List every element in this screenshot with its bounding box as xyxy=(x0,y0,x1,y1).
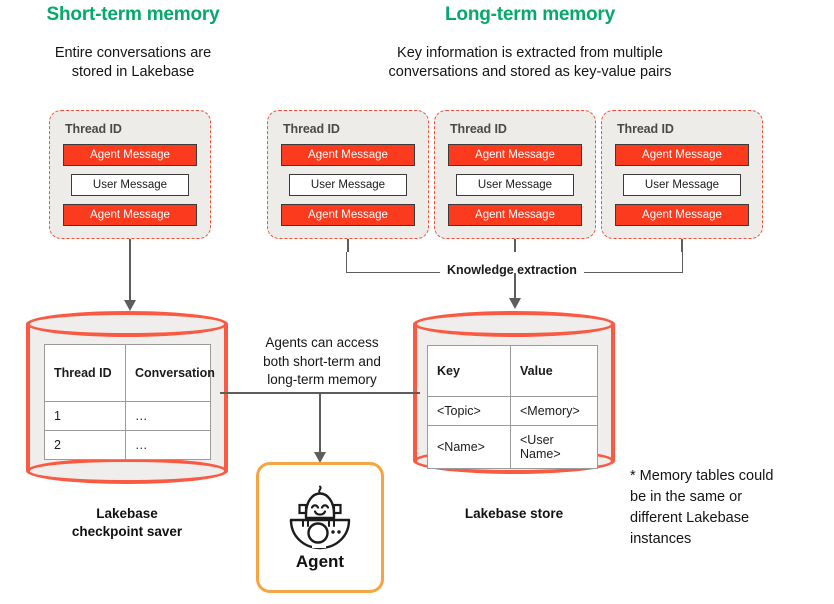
long-term-subtitle-line-1: Key information is extracted from multip… xyxy=(397,45,663,61)
agent-message-block[interactable]: Agent Message xyxy=(281,144,415,166)
short-term-memory-title: Short-term memory xyxy=(46,4,220,25)
user-message-block[interactable]: User Message xyxy=(71,174,189,196)
thread-card-long-term-1[interactable]: Thread ID Agent Message User Message Age… xyxy=(267,110,429,239)
agent-message-block[interactable]: Agent Message xyxy=(448,204,582,226)
agent-label: Agent xyxy=(295,551,345,571)
long-term-memory-title: Long-term memory xyxy=(445,4,615,25)
column-header-thread-id: Thread ID xyxy=(44,344,126,402)
table-header-row: Key Value xyxy=(427,345,598,397)
user-message-block[interactable]: User Message xyxy=(289,174,407,196)
cylinder-top-ellipse xyxy=(26,311,228,337)
table-header-row: Thread ID Conversation xyxy=(44,344,215,402)
checkpoint-caption-line-1: Lakebase xyxy=(96,506,158,521)
column-header-value: Value xyxy=(510,345,598,397)
robot-icon xyxy=(284,484,356,550)
connector-bus-to-agent xyxy=(319,392,321,460)
checkpoint-caption: Lakebase checkpoint saver xyxy=(26,505,228,541)
footnote-line-4: instances xyxy=(630,531,692,547)
arrowhead-bus-to-agent xyxy=(314,452,326,463)
cylinder-top-ellipse xyxy=(413,311,615,337)
table-row[interactable]: 1 … xyxy=(44,401,211,431)
user-message-block[interactable]: User Message xyxy=(623,174,741,196)
long-term-subtitle-line-2: conversations and stored as key-value pa… xyxy=(388,64,672,80)
cell-key: <Name> xyxy=(427,425,511,469)
arrowhead-thread-to-checkpoint xyxy=(124,300,136,311)
knowledge-extraction-label: Knowledge extraction xyxy=(440,263,584,277)
cell-conversation: … xyxy=(125,401,211,431)
column-header-key: Key xyxy=(427,345,511,397)
access-note-line-1: Agents can access xyxy=(265,335,379,350)
agent-message-block[interactable]: Agent Message xyxy=(63,204,197,226)
memory-tables-footnote: * Memory tables could be in the same or … xyxy=(630,466,830,550)
memory-store-caption: Lakebase store xyxy=(464,506,564,521)
footnote-line-2: be in the same or xyxy=(630,489,743,505)
thread-card-long-term-2[interactable]: Thread ID Agent Message User Message Age… xyxy=(434,110,596,239)
agent-access-note: Agents can access both short-term and lo… xyxy=(242,334,402,390)
cylinder-bottom-ellipse xyxy=(26,458,228,484)
cell-key: <Topic> xyxy=(427,396,511,426)
short-term-memory-subtitle: Entire conversations are stored in Lakeb… xyxy=(6,44,260,82)
footnote-line-1: * Memory tables could xyxy=(630,468,774,484)
short-term-subtitle-line-1: Entire conversations are xyxy=(54,45,212,61)
footnote-line-3: different Lakebase xyxy=(630,510,750,526)
thread-id-label: Thread ID xyxy=(283,122,340,136)
long-term-memory-subtitle: Key information is extracted from multip… xyxy=(295,44,765,82)
agent-message-block[interactable]: Agent Message xyxy=(63,144,197,166)
agent-message-block[interactable]: Agent Message xyxy=(281,204,415,226)
user-message-block[interactable]: User Message xyxy=(456,174,574,196)
checkpoint-caption-line-2: checkpoint saver xyxy=(71,524,183,539)
table-row[interactable]: <Name> <User Name> xyxy=(427,425,598,469)
connector-bracket-to-store xyxy=(514,273,516,305)
agent-message-block[interactable]: Agent Message xyxy=(448,144,582,166)
thread-id-label: Thread ID xyxy=(65,122,122,136)
checkpoint-table[interactable]: Thread ID Conversation 1 … 2 … xyxy=(44,344,215,460)
table-row[interactable]: 2 … xyxy=(44,430,211,460)
thread-card-short-term[interactable]: Thread ID Agent Message User Message Age… xyxy=(49,110,211,239)
table-row[interactable]: <Topic> <Memory> xyxy=(427,396,598,426)
memory-store-table[interactable]: Key Value <Topic> <Memory> <Name> <User … xyxy=(427,345,598,469)
cell-value: <Memory> xyxy=(510,396,598,426)
cell-conversation: … xyxy=(125,430,211,460)
access-note-line-2: both short-term and xyxy=(263,353,381,369)
agent-message-block[interactable]: Agent Message xyxy=(615,204,749,226)
cell-value: <User Name> xyxy=(510,425,598,469)
agent-message-block[interactable]: Agent Message xyxy=(615,144,749,166)
cell-thread-id: 1 xyxy=(44,401,126,431)
cell-thread-id: 2 xyxy=(44,430,126,460)
short-term-subtitle-line-2: stored in Lakebase xyxy=(71,64,195,80)
connector-thread-to-checkpoint xyxy=(129,239,131,307)
arrowhead-bracket-to-store xyxy=(509,298,521,309)
access-note-line-3: long-term memory xyxy=(267,372,377,387)
column-header-conversation: Conversation xyxy=(125,344,215,402)
thread-id-label: Thread ID xyxy=(617,122,674,136)
agent-box[interactable]: Agent xyxy=(256,462,384,593)
thread-id-label: Thread ID xyxy=(450,122,507,136)
thread-card-long-term-3[interactable]: Thread ID Agent Message User Message Age… xyxy=(601,110,763,239)
connector-stub-card-1 xyxy=(347,239,349,252)
connector-stub-card-3 xyxy=(681,239,683,252)
connector-stub-card-2 xyxy=(514,239,516,252)
